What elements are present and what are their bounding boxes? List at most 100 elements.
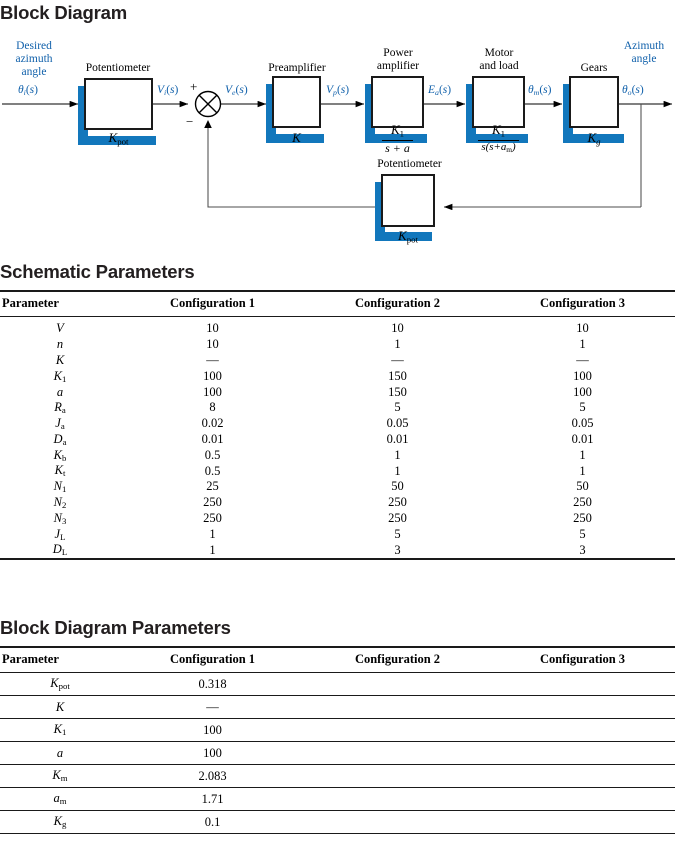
cell-config-2	[305, 810, 490, 834]
block-diagram-figure: Desired azimuth angle θi(s) Potentiomete…	[0, 36, 675, 251]
cell-config-1: 100	[120, 718, 305, 742]
block-diagram-parameters-table: Parameter Configuration 1 Configuration …	[0, 646, 675, 834]
cell-config-2: 5	[394, 526, 401, 541]
cell-config-1: 0.01	[201, 431, 224, 446]
schematic-parameters-table: Parameter Configuration 1 Configuration …	[0, 290, 675, 560]
cell-config-1: —	[120, 695, 305, 719]
cell-parameter: K	[0, 695, 120, 719]
cell-parameter: N2	[53, 495, 67, 511]
cell-config-3: 100	[573, 384, 592, 399]
table-row: N2 250 250 250	[0, 495, 675, 511]
title-input-potentiometer: Potentiometer	[85, 62, 151, 74]
signal-vi: Vi(s)	[157, 84, 179, 98]
cell-config-3: 250	[573, 495, 592, 510]
cell-config-3	[490, 764, 675, 788]
cell-config-2: 250	[388, 495, 407, 510]
block-preamplifier	[272, 76, 321, 128]
cell-config-1: 250	[203, 495, 222, 510]
cell-config-1: —	[206, 352, 219, 367]
title-gears: Gears	[580, 62, 608, 74]
heading-block-diagram-parameters: Block Diagram Parameters	[0, 617, 231, 638]
cell-config-1: 0.318	[120, 672, 305, 696]
cell-config-2: —	[391, 352, 404, 367]
cell-config-3	[490, 695, 675, 719]
feedback-arrow-to-sum	[204, 120, 212, 128]
cell-parameter: Kg	[0, 810, 120, 834]
expr-feedback-potentiometer: Kpot	[398, 228, 418, 245]
input-label: Desired azimuth angle	[15, 40, 53, 78]
table-header-row: Parameter Configuration 1 Configuration …	[0, 290, 675, 317]
signal-ea: Ea(s)	[428, 84, 452, 98]
cell-config-3: 10	[576, 321, 589, 336]
cell-config-1: 0.5	[204, 447, 221, 462]
cell-config-1: 1	[120, 542, 305, 560]
cell-config-2	[305, 787, 490, 811]
cell-config-1: 100	[120, 741, 305, 765]
table-row: N1 25 50 50	[0, 479, 675, 495]
cell-config-2: 1	[394, 337, 401, 352]
cell-config-2: 50	[391, 479, 404, 494]
block-gears	[569, 76, 619, 128]
cell-config-2	[305, 695, 490, 719]
cell-config-2: 1	[394, 447, 401, 462]
expr-preamplifier: K	[292, 130, 301, 145]
cell-config-1: 100	[203, 368, 222, 383]
table-row: K — — —	[0, 353, 675, 369]
block-motor-and-load	[472, 76, 525, 128]
heading-block-diagram: Block Diagram	[0, 2, 127, 23]
cell-parameter: a	[0, 741, 120, 765]
cell-config-1: 25	[206, 479, 219, 494]
title-preamplifier: Preamplifier	[268, 62, 326, 74]
col-header-parameter: Parameter	[0, 646, 120, 673]
cell-config-2	[305, 764, 490, 788]
heading-schematic-parameters: Schematic Parameters	[0, 261, 195, 282]
table-row: K—	[0, 695, 675, 719]
block-diagram-svg	[2, 76, 673, 241]
col-header-config-3: Configuration 3	[490, 646, 675, 673]
cell-config-2: 0.05	[386, 416, 409, 431]
col-header-config-1: Configuration 1	[120, 290, 305, 317]
col-header-config-2: Configuration 2	[305, 646, 490, 673]
cell-config-3: 0.01	[571, 431, 594, 446]
cell-config-3	[490, 672, 675, 696]
cell-parameter: K	[55, 352, 65, 367]
sum-minus-sign: −	[186, 114, 194, 129]
cell-parameter: n	[56, 337, 64, 352]
cell-config-3: 50	[576, 479, 589, 494]
col-header-config-1: Configuration 1	[120, 646, 305, 673]
cell-config-2: 5	[394, 400, 401, 415]
cell-config-3: —	[576, 352, 589, 367]
col-header-config-2: Configuration 2	[305, 290, 490, 317]
cell-config-2: 250	[388, 510, 407, 525]
cell-parameter: a	[56, 384, 64, 399]
cell-config-1: 0.02	[201, 416, 224, 431]
signal-ve: Ve(s)	[225, 84, 248, 98]
cell-parameter: DL	[0, 542, 120, 560]
cell-config-3	[490, 741, 675, 765]
cell-parameter: N1	[53, 479, 67, 495]
signal-thetam: θm(s)	[528, 84, 552, 98]
feedback-wires	[207, 104, 642, 211]
cell-config-1: 8	[209, 400, 216, 415]
cell-config-1: 10	[206, 321, 219, 336]
signal-vp: Vp(s)	[326, 84, 350, 98]
cell-config-1: 2.083	[120, 764, 305, 788]
cell-parameter: Ra	[54, 400, 66, 416]
cell-config-2: 150	[388, 384, 407, 399]
col-header-parameter: Parameter	[0, 290, 120, 317]
expr-gears: Kg	[587, 130, 601, 147]
